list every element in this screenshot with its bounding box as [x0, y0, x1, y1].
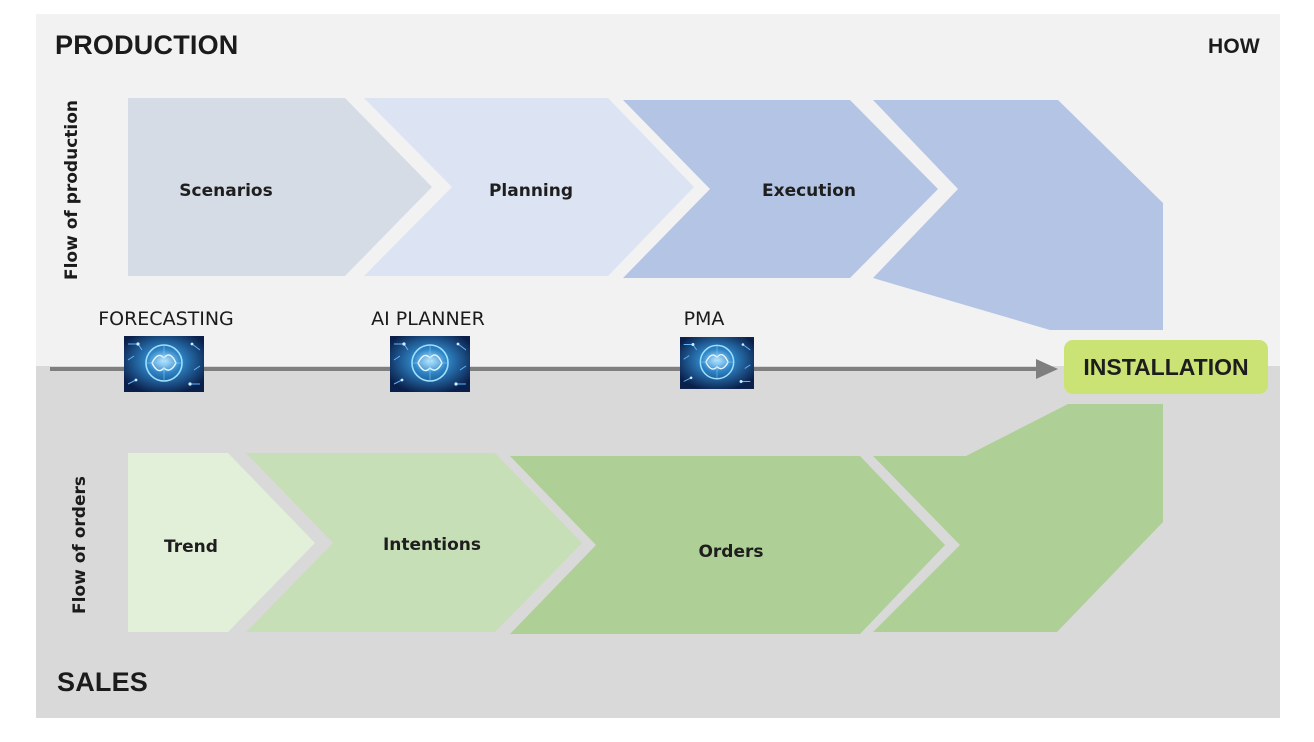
orders-stage-intentions-label: Intentions	[383, 535, 481, 555]
ai-planner-label: AI PLANNER	[371, 308, 485, 330]
pma-ai-icon	[680, 337, 754, 389]
production-stage-planning-chevron	[364, 98, 694, 276]
production-stage-execution-chevron	[623, 100, 938, 278]
timeline-arrow	[50, 359, 1058, 379]
forecasting-label: FORECASTING	[98, 308, 234, 330]
production-stage-scenarios-label: Scenarios	[179, 181, 272, 201]
production-stage-planning-label: Planning	[489, 181, 573, 201]
production-stage-extension-chevron	[873, 100, 1163, 330]
forecasting-ai-icon	[124, 336, 204, 392]
flow-of-production-label: Flow of production	[62, 99, 82, 281]
production-stage-execution-label: Execution	[762, 181, 856, 201]
installation-badge: INSTALLATION	[1064, 340, 1268, 394]
production-title: PRODUCTION	[55, 30, 239, 60]
orders-stage-orders-label: Orders	[698, 542, 763, 562]
orders-stage-extension-chevron	[873, 404, 1163, 632]
orders-stage-orders-chevron	[510, 456, 945, 634]
timeline-arrowhead	[1036, 359, 1058, 379]
flow-of-orders-label: Flow of orders	[70, 475, 90, 615]
how-label: HOW	[1208, 35, 1260, 58]
ai-planner-ai-icon	[390, 336, 470, 392]
pma-label: PMA	[683, 308, 725, 330]
orders-stage-trend-chevron	[128, 453, 315, 632]
production-flow: Scenarios Planning Execution	[128, 98, 1163, 330]
orders-flow: Trend Intentions Orders	[128, 404, 1163, 634]
orders-stage-trend-label: Trend	[164, 537, 218, 557]
sales-title: SALES	[57, 667, 149, 697]
production-stage-scenarios-chevron	[128, 98, 432, 276]
orders-stage-intentions-chevron	[246, 453, 582, 632]
